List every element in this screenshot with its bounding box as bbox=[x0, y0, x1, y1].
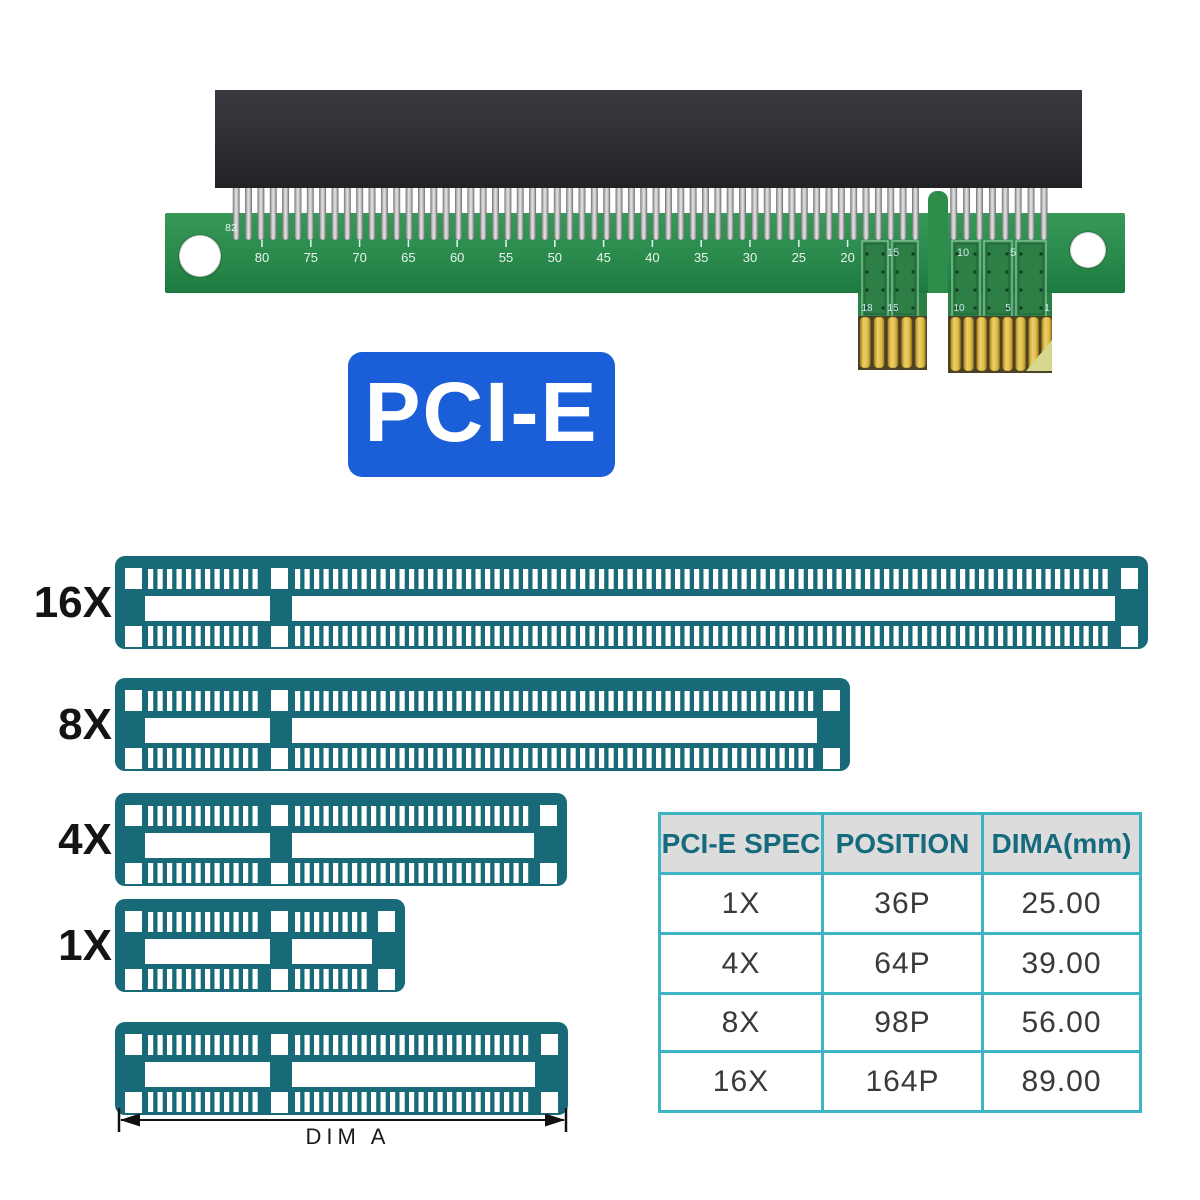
mounting-hole-right bbox=[1069, 231, 1107, 269]
svg-text:82: 82 bbox=[225, 222, 237, 234]
slot-diagram-row-dim-a bbox=[0, 1022, 568, 1115]
spec-table-cell-2-1: 98P bbox=[824, 995, 981, 1050]
spec-table-cell-0-0: 1X bbox=[661, 875, 821, 932]
svg-text:80: 80 bbox=[255, 250, 269, 265]
pcie-slot-connector bbox=[215, 90, 1082, 188]
spec-table-cell-3-1: 164P bbox=[824, 1053, 981, 1110]
svg-text:45: 45 bbox=[596, 250, 610, 265]
slot-diagram-row-4x: 4X bbox=[0, 793, 567, 886]
spec-table-header-1: POSITION bbox=[824, 815, 981, 872]
slot-label-4x: 4X bbox=[58, 814, 112, 864]
dim-a-annotation: DIM A bbox=[100, 1100, 600, 1180]
spec-table-cell-2-2: 56.00 bbox=[984, 995, 1139, 1050]
svg-text:65: 65 bbox=[401, 250, 415, 265]
spec-table-cell-1-1: 64P bbox=[824, 935, 981, 992]
svg-text:70: 70 bbox=[352, 250, 366, 265]
spec-table-cell-3-0: 16X bbox=[661, 1053, 821, 1110]
slot-diagram-row-8x: 8X bbox=[0, 678, 850, 771]
svg-text:55: 55 bbox=[499, 250, 513, 265]
spec-table-cell-2-0: 8X bbox=[661, 995, 821, 1050]
spec-table-cell-0-2: 25.00 bbox=[984, 875, 1139, 932]
svg-text:10: 10 bbox=[953, 303, 965, 314]
svg-text:15: 15 bbox=[887, 247, 899, 259]
svg-text:5: 5 bbox=[1005, 303, 1011, 314]
slot-outline-16x bbox=[115, 556, 1148, 649]
svg-text:40: 40 bbox=[645, 250, 659, 265]
tab-silkscreen bbox=[861, 240, 1047, 318]
spec-table-header-0: PCI-E SPEC bbox=[661, 815, 821, 872]
svg-text:30: 30 bbox=[743, 250, 757, 265]
slot-diagram-row-16x: 16X bbox=[0, 556, 1148, 649]
spec-table-cell-1-2: 39.00 bbox=[984, 935, 1139, 992]
svg-text:15: 15 bbox=[887, 303, 899, 314]
slot-outline-8x bbox=[115, 678, 850, 771]
svg-text:10: 10 bbox=[957, 247, 969, 259]
slot-outline-1x bbox=[115, 899, 405, 992]
spec-table-cell-3-2: 89.00 bbox=[984, 1053, 1139, 1110]
svg-text:5: 5 bbox=[1010, 247, 1016, 259]
connector-pins bbox=[232, 185, 1048, 241]
pcie-badge: PCI-E bbox=[348, 352, 615, 477]
svg-text:75: 75 bbox=[304, 250, 318, 265]
svg-text:1: 1 bbox=[1044, 303, 1050, 314]
spec-table-cell-0-1: 36P bbox=[824, 875, 981, 932]
dim-a-arrow bbox=[117, 1108, 568, 1132]
pcie-badge-label: PCI-E bbox=[364, 364, 599, 459]
dim-a-label: DIM A bbox=[305, 1124, 391, 1149]
slot-label-8x: 8X bbox=[58, 699, 112, 749]
svg-text:20: 20 bbox=[840, 250, 854, 265]
slot-outline-4x bbox=[115, 793, 567, 886]
slot-outline-dim-a bbox=[115, 1022, 568, 1115]
slot-label-16x: 16X bbox=[33, 577, 112, 627]
pcie-riser-card-photo: 82 80 75 70 65 60 55 50 45 40 35 30 25 20 15 10 5 18 15 10 5… bbox=[165, 90, 1125, 373]
slot-label-1x: 1X bbox=[58, 920, 112, 970]
svg-text:25: 25 bbox=[792, 250, 806, 265]
pcie-x1-gold-fingers bbox=[858, 316, 1052, 373]
spec-table-cell-1-0: 4X bbox=[661, 935, 821, 992]
svg-text:35: 35 bbox=[694, 250, 708, 265]
slot-diagram-row-1x: 1X bbox=[0, 899, 405, 992]
svg-text:50: 50 bbox=[548, 250, 562, 265]
pcb-ruler-numbers: 82 80 75 70 65 60 55 50 45 40 35 30 25 20 15 10 5 18 15 10 5… bbox=[225, 222, 1050, 314]
svg-text:60: 60 bbox=[450, 250, 464, 265]
mounting-hole-left bbox=[178, 234, 222, 278]
spec-table-header-2: DIMA(mm) bbox=[984, 815, 1139, 872]
svg-text:18: 18 bbox=[861, 303, 873, 314]
